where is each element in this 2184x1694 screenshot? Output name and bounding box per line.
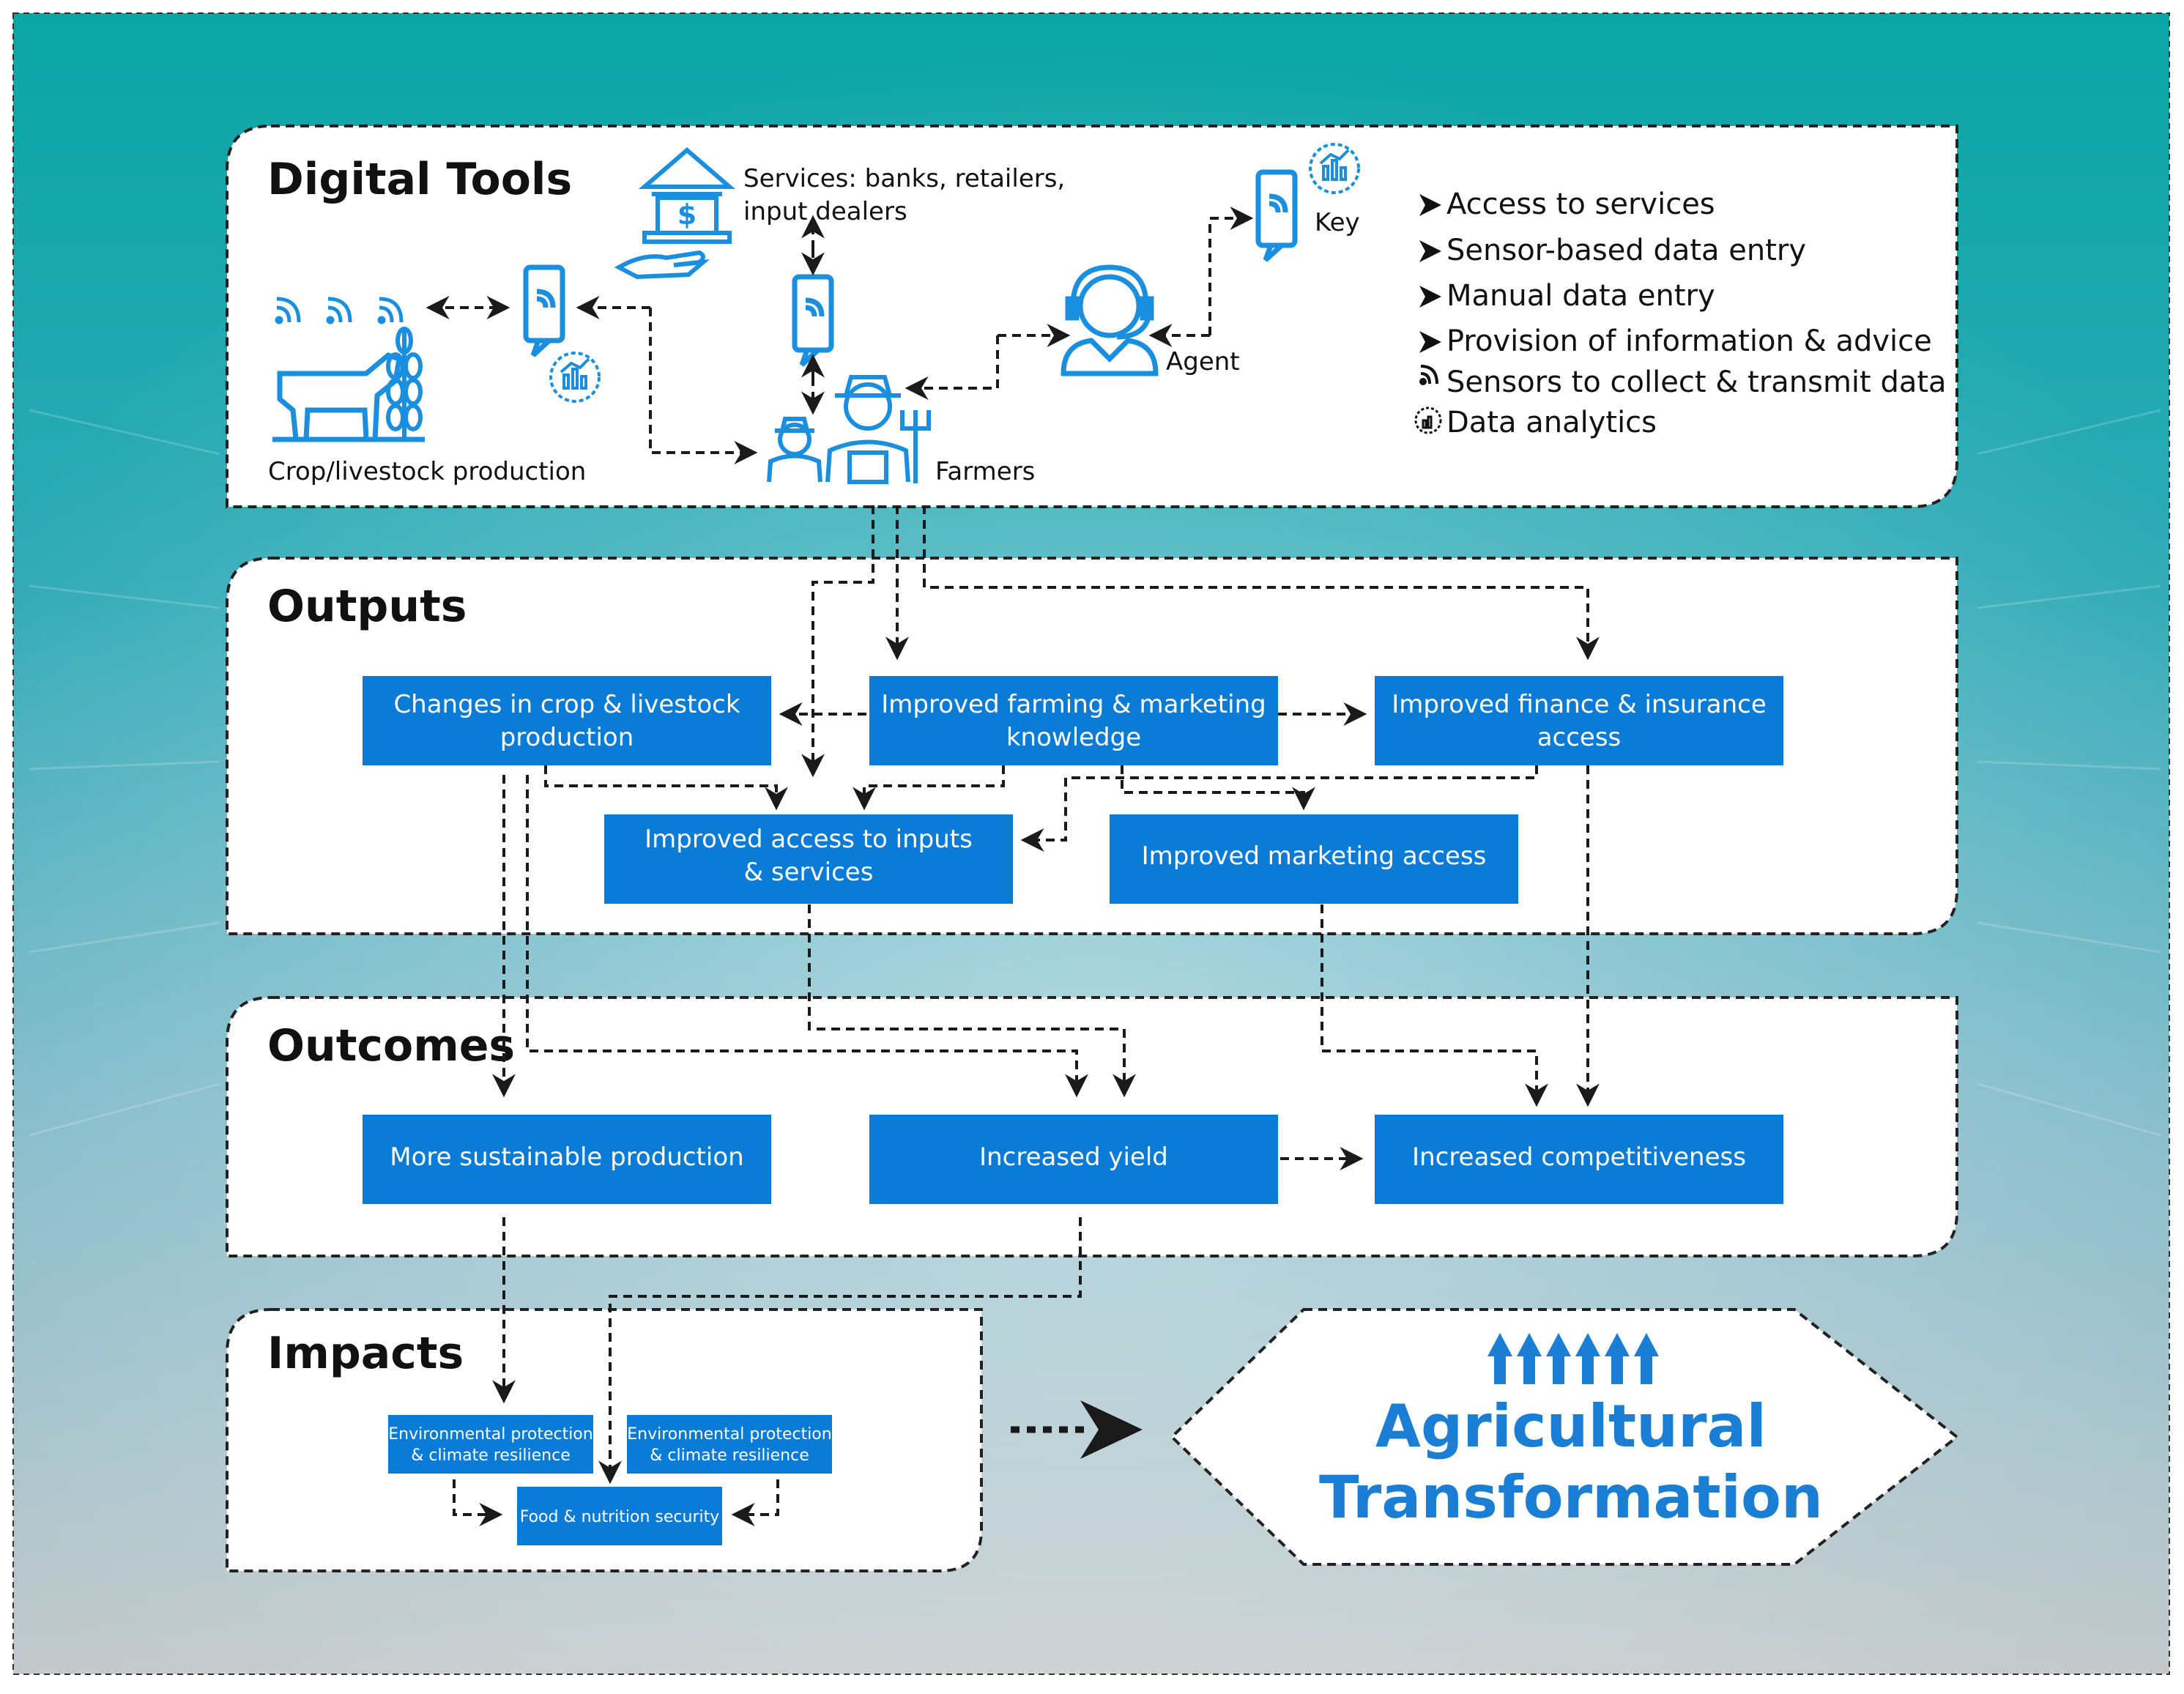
arrow-icon <box>1419 331 1441 353</box>
output-box-finance: Improved finance & insurance access <box>1375 676 1783 765</box>
box-text: production <box>500 723 634 752</box>
light-streaks <box>29 409 2161 1137</box>
box-text: & services <box>744 858 874 887</box>
analytics-icon-key <box>1309 143 1360 194</box>
bank-icon: $ <box>614 147 736 280</box>
box-text: Improved marketing access <box>1142 842 1487 871</box>
impact-box-env2: Environmental protection & climate resili… <box>627 1415 832 1474</box>
legend-item-0: Access to services <box>1419 187 1715 221</box>
section-title-impacts: Impacts <box>267 1328 464 1379</box>
section-title-outcomes: Outcomes <box>267 1020 515 1071</box>
transformation-arrow <box>1011 1400 1143 1459</box>
outcome-box-sustainable: More sustainable production <box>363 1115 771 1204</box>
box-text: More sustainable production <box>390 1143 743 1172</box>
legend-item-4: Sensors to collect & transmit data <box>1419 365 1947 399</box>
signal-icon <box>1419 365 1438 385</box>
box-text: knowledge <box>1006 723 1141 752</box>
svg-text:More sustainable production: More sustainable production <box>390 1143 743 1172</box>
legend-text: Access to services <box>1446 187 1715 221</box>
services-label-line2: input dealers <box>743 197 907 226</box>
box-text: Changes in crop & livestock <box>393 690 740 719</box>
arrow-icon <box>1419 240 1441 262</box>
arrow-icon <box>1419 286 1441 308</box>
crop-livestock-label: Crop/livestock production <box>268 457 586 486</box>
tool-connectors <box>426 207 1254 464</box>
key-label: Key <box>1315 208 1360 237</box>
panel-impacts <box>226 1308 983 1572</box>
agent-label: Agent <box>1166 347 1240 376</box>
transformation-hexagon <box>1170 1308 1960 1566</box>
analytics-icon-left <box>549 352 601 403</box>
transformation-title-line1: Agricultural <box>1375 1392 1767 1460</box>
svg-text:Increased competitiveness: Increased competitiveness <box>1412 1143 1746 1172</box>
legend-item-1: Sensor-based data entry <box>1419 234 1806 267</box>
wheat-icon <box>386 327 423 439</box>
outcome-box-competitiveness: Increased competitiveness <box>1375 1115 1783 1204</box>
legend-text: Sensors to collect & transmit data <box>1446 365 1947 399</box>
transformation-title-line2: Transformation <box>1319 1463 1823 1531</box>
analytics-icon <box>1414 406 1442 434</box>
box-text: Environmental protection <box>388 1425 593 1444</box>
box-text: Food & nutrition security <box>520 1508 720 1526</box>
phone-icon-left <box>523 264 565 357</box>
flow-connectors <box>453 505 1600 1526</box>
legend-text: Sensor-based data entry <box>1446 234 1806 267</box>
box-text: Improved farming & marketing <box>881 690 1266 719</box>
output-box-marketing: Improved marketing access <box>1110 814 1518 904</box>
phone-icon-right <box>1255 169 1298 262</box>
svg-text:Environmental protection& clim: Environmental protection & climate resili… <box>627 1425 831 1465</box>
legend: Access to services Sensor-based data ent… <box>1414 187 1947 439</box>
legend-text: Manual data entry <box>1446 279 1715 313</box>
impact-box-env1: Environmental protection & climate resili… <box>388 1415 593 1474</box>
legend-item-3: Provision of information & advice <box>1419 324 1932 358</box>
services-label-line1: Services: banks, retailers, <box>743 164 1065 193</box>
svg-text:$: $ <box>677 198 697 231</box>
farmers-icon <box>767 375 931 484</box>
impact-box-food: Food & nutrition security <box>517 1487 722 1545</box>
svg-text:Food & nutrition security: Food & nutrition security <box>520 1508 720 1526</box>
box-text: Improved access to inputs <box>645 825 973 854</box>
box-text: Increased yield <box>979 1143 1168 1172</box>
svg-text:Improved access to inputs& ser: Improved access to inputs & services <box>645 825 973 887</box>
arrow-icon <box>1419 194 1441 216</box>
legend-text: Data analytics <box>1446 406 1657 439</box>
signal-icon <box>275 297 404 324</box>
box-text: Environmental protection <box>627 1425 831 1444</box>
farmers-label: Farmers <box>935 457 1035 486</box>
agent-icon <box>1061 264 1159 376</box>
svg-text:Improved marketing access: Improved marketing access <box>1142 842 1487 871</box>
output-box-inputs: Improved access to inputs & services <box>604 814 1013 904</box>
output-box-knowledge: Improved farming & marketing knowledge <box>869 676 1278 765</box>
legend-text: Provision of information & advice <box>1446 324 1932 358</box>
box-text: Improved finance & insurance <box>1392 690 1767 719</box>
outcome-box-yield: Increased yield <box>869 1115 1278 1204</box>
svg-text:Increased yield: Increased yield <box>979 1143 1168 1172</box>
box-text: & climate resilience <box>411 1446 571 1465</box>
legend-item-2: Manual data entry <box>1419 279 1715 313</box>
box-text: access <box>1537 723 1622 752</box>
box-text: Increased competitiveness <box>1412 1143 1746 1172</box>
legend-item-5: Data analytics <box>1414 406 1657 439</box>
section-title-digital-tools: Digital Tools <box>267 154 572 205</box>
output-box-crop-changes: Changes in crop & livestock production <box>363 676 771 765</box>
box-text: & climate resilience <box>650 1446 809 1465</box>
section-title-outputs: Outputs <box>267 581 467 632</box>
growth-arrows-icon <box>1487 1333 1659 1384</box>
svg-text:Environmental protection& clim: Environmental protection & climate resili… <box>388 1425 593 1465</box>
